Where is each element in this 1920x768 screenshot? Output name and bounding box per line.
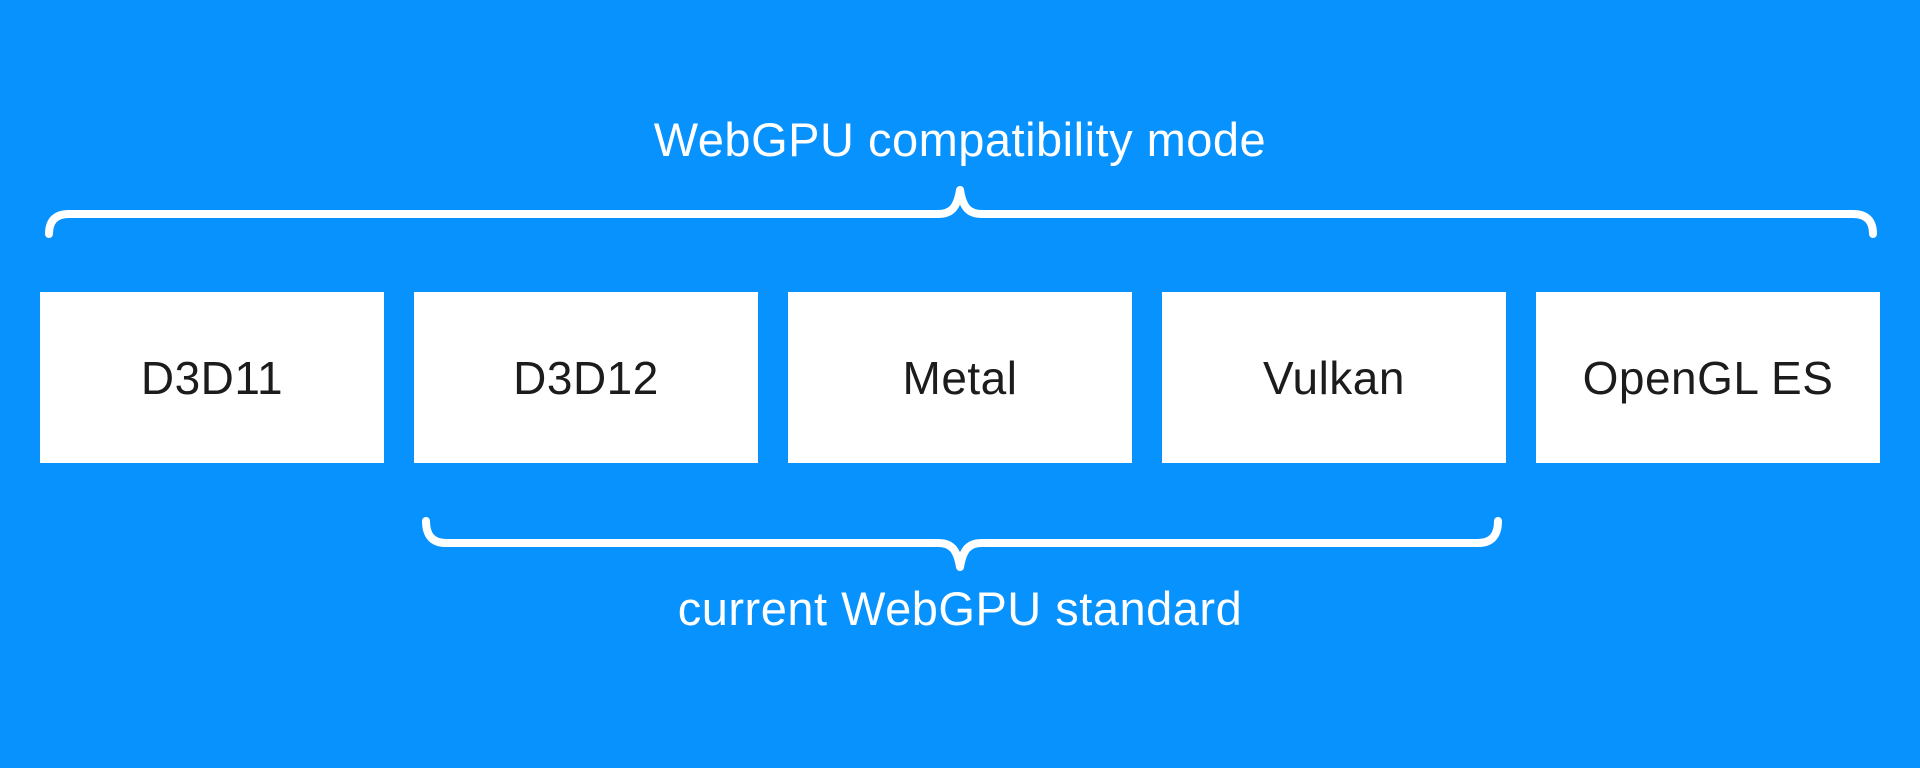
api-box-opengl-es: OpenGL ES [1536,292,1880,463]
api-box-opengl-es-label: OpenGL ES [1582,351,1834,404]
api-box-d3d11: D3D11 [40,292,384,463]
bottom-brace-label: current WebGPU standard [677,582,1243,635]
bottom-curly-brace-path [422,517,1502,571]
top-curly-brace-path [45,186,1877,238]
top-brace-label: WebGPU compatibility mode [653,113,1267,166]
bottom-curly-brace [422,517,1502,571]
api-box-vulkan-label: Vulkan [1263,351,1405,404]
top-curly-brace [45,186,1877,238]
api-boxes-row: D3D11 D3D12 Metal Vulkan OpenGL ES [40,292,1880,463]
api-box-d3d11-label: D3D11 [140,351,284,404]
api-box-d3d12: D3D12 [414,292,758,463]
api-box-vulkan: Vulkan [1162,292,1506,463]
api-box-metal: Metal [788,292,1132,463]
api-box-d3d12-label: D3D12 [513,351,659,404]
api-box-metal-label: Metal [902,351,1018,404]
